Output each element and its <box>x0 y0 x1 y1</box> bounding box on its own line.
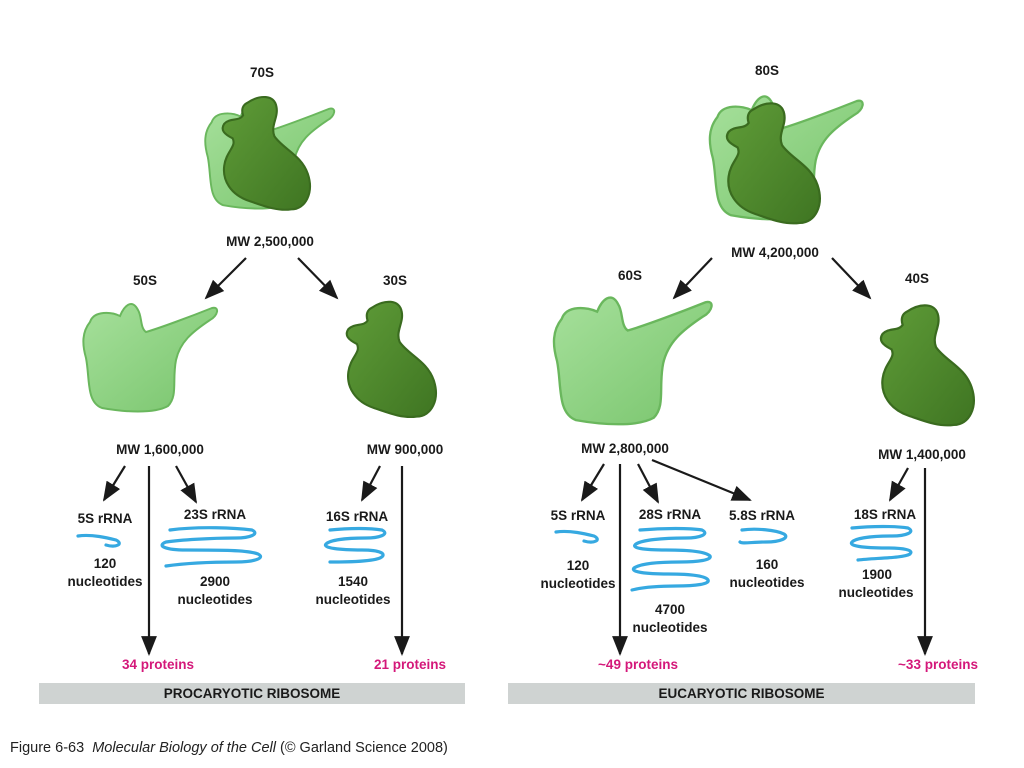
ribosome-70s-shape <box>204 95 336 211</box>
caption-figure: Figure 6-63 <box>10 740 85 756</box>
rrna-5-8s-unit: nucleotides <box>729 575 805 590</box>
arrow-50s-to-5s <box>102 465 126 502</box>
rrna-euk-5s-unit: nucleotides <box>540 576 616 591</box>
procaryotic-rrna-squiggles <box>76 526 387 568</box>
rrna-16s-count: 1540 <box>337 574 369 589</box>
rrna-18s-unit: nucleotides <box>838 585 914 600</box>
caption-source: (© Garland Science 2008) <box>280 740 448 756</box>
rrna-5s-count: 120 <box>93 556 117 571</box>
rrna-euk-5s-squiggle <box>554 529 599 544</box>
rrna-23s-count: 2900 <box>199 574 231 589</box>
proteins-60s: ~49 proteins <box>598 657 678 672</box>
subunit-60s-shape <box>552 296 713 426</box>
label-30s: 30S <box>382 273 408 288</box>
label-50s: 50S <box>132 273 158 288</box>
eucaryotic-arrows <box>580 257 933 656</box>
procaryotic-arrows <box>102 257 410 656</box>
mw-50s: MW 1,600,000 <box>116 442 204 457</box>
label-70s: 70S <box>249 65 275 80</box>
proteins-40s: ~33 proteins <box>898 657 978 672</box>
rrna-16s-squiggle <box>323 526 387 564</box>
subunit-40s-shape <box>879 304 976 427</box>
proteins-50s: 34 proteins <box>121 657 195 672</box>
label-40s: 40S <box>904 271 930 286</box>
arrow-60s-to-5s <box>580 463 605 502</box>
mw-70s: MW 2,500,000 <box>226 234 314 249</box>
procaryotic-banner: PROCARYOTIC RIBOSOME <box>39 683 465 704</box>
arrow-30s-to-16s <box>361 465 381 502</box>
arrow-40s-to-18s <box>889 467 909 502</box>
rrna-28s-unit: nucleotides <box>632 620 708 635</box>
rrna-5-8s-label: 5.8S rRNA <box>728 508 796 523</box>
ribosome-80s-shape <box>708 95 865 225</box>
rrna-euk-5s-count: 120 <box>566 558 590 573</box>
rrna-16s-label: 16S rRNA <box>325 509 389 524</box>
rrna-5s-unit: nucleotides <box>67 574 143 589</box>
eucaryotic-banner: EUCARYOTIC RIBOSOME <box>508 683 975 704</box>
rrna-28s-label: 28S rRNA <box>638 507 702 522</box>
mw-30s: MW 900,000 <box>366 442 444 457</box>
arrow-70s-to-30s <box>297 257 339 300</box>
rrna-5s-label: 5S rRNA <box>77 511 133 526</box>
rrna-23s-unit: nucleotides <box>177 592 253 607</box>
caption-book: Molecular Biology of the Cell <box>92 740 276 756</box>
rrna-18s-label: 18S rRNA <box>853 507 917 522</box>
arrow-60s-to-5-8s <box>651 458 752 502</box>
rrna-28s-count: 4700 <box>654 602 686 617</box>
rrna-euk-5s-label: 5S rRNA <box>550 508 606 523</box>
mw-40s: MW 1,400,000 <box>878 447 966 462</box>
rrna-5s-squiggle <box>76 533 121 548</box>
rrna-28s-squiggle <box>630 526 712 592</box>
label-60s: 60S <box>617 268 643 283</box>
label-80s: 80S <box>754 63 780 78</box>
mw-60s: MW 2,800,000 <box>581 441 669 456</box>
arrow-80s-to-40s <box>831 257 872 300</box>
rrna-5-8s-count: 160 <box>755 557 779 572</box>
eucaryotic-rrna-squiggles <box>554 524 913 592</box>
arrow-50s-to-23s <box>175 465 197 504</box>
rrna-23s-squiggle <box>160 526 263 568</box>
rrna-18s-count: 1900 <box>861 567 893 582</box>
rrna-23s-label: 23S rRNA <box>183 507 247 522</box>
subunit-50s-shape <box>82 302 219 413</box>
arrow-70s-to-50s <box>204 257 247 300</box>
mw-80s: MW 4,200,000 <box>731 245 819 260</box>
proteins-30s: 21 proteins <box>373 657 447 672</box>
rrna-18s-squiggle <box>849 524 913 562</box>
subunit-30s-shape <box>345 300 438 419</box>
rrna-5-8s-squiggle <box>738 527 788 545</box>
figure-caption: Figure 6-63 Molecular Biology of the Cel… <box>10 740 448 756</box>
arrow-80s-to-60s <box>672 257 713 300</box>
arrow-60s-to-28s <box>637 463 659 504</box>
rrna-16s-unit: nucleotides <box>315 592 391 607</box>
